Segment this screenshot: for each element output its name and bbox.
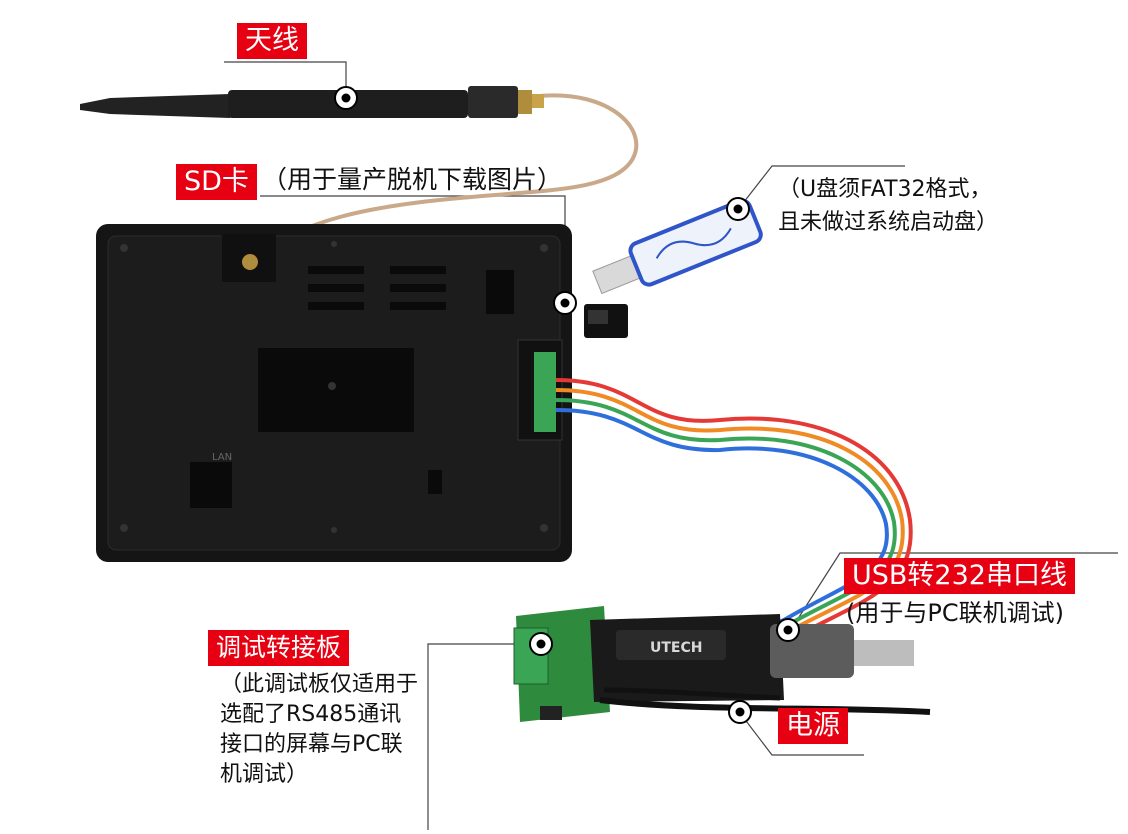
hmi-panel-icon: LAN: [96, 224, 572, 562]
debug-board-note: （此调试板仅适用于选配了RS485通讯接口的屏幕与PC联机调试）: [220, 672, 419, 787]
usb232-note: (用于与PC联机调试): [846, 599, 1064, 627]
adapter-brand-label: UTECH: [650, 640, 702, 656]
antenna-icon: [80, 86, 544, 118]
sd-card-icon: [584, 304, 628, 338]
antenna-cable: [254, 93, 639, 260]
sd-card-note: （用于量产脱机下载图片）: [262, 165, 563, 194]
sd-card-tag: SD卡: [176, 164, 257, 200]
usb232-cable-icon: UTECH: [590, 614, 931, 715]
callout-dots: [334, 86, 800, 724]
lan-label: LAN: [212, 452, 232, 463]
usb232-tag: USB转232串口线: [844, 558, 1075, 594]
antenna-tag: 天线: [237, 23, 307, 59]
usb-drive-icon: [592, 198, 763, 295]
usb-note-line2: 且未做过系统启动盘）: [778, 210, 999, 235]
power-tag: 电源: [778, 708, 848, 744]
usb-note-line1: （U盘须FAT32格式，: [778, 177, 992, 202]
debug-board-tag: 调试转接板: [208, 630, 350, 666]
